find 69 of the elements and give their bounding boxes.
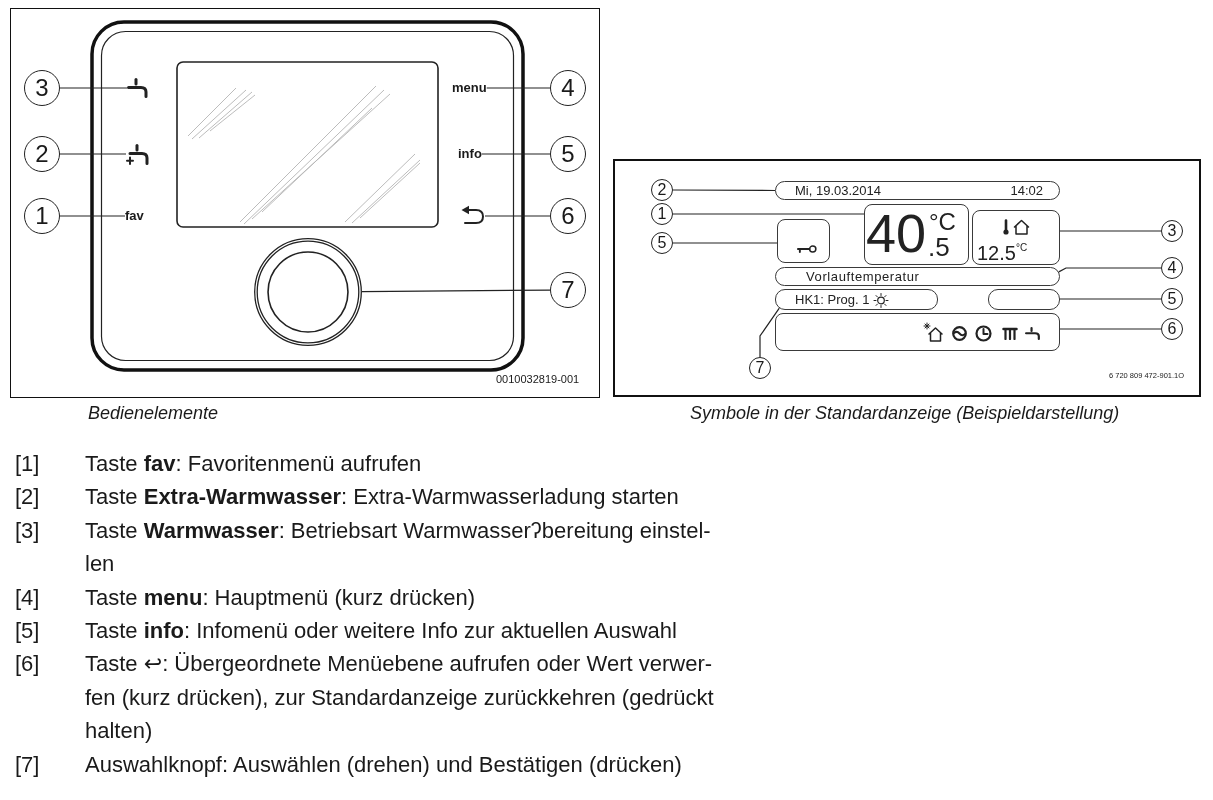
item-description: Auswahlknopf: Auswählen (drehen) und Bestätigen (drücken) bbox=[85, 750, 683, 779]
button-label: fav bbox=[125, 208, 144, 224]
display-text: HK1: Prog. 1 bbox=[795, 292, 870, 308]
callout-number: 6 bbox=[1161, 318, 1183, 340]
callout-number: 3 bbox=[24, 70, 60, 106]
display-text: Mi, 19.03.2014 bbox=[795, 183, 881, 199]
button-label: menu bbox=[452, 80, 487, 96]
display-text: 40 bbox=[866, 206, 927, 260]
leader-line bbox=[1059, 230, 1162, 232]
item-description: Taste menu: Hauptmenü (kurz drücken) bbox=[85, 583, 477, 612]
item-description: Taste Extra-Warmwasser: Extra-Warmwasserladung starten bbox=[85, 483, 680, 512]
callout-number: 1 bbox=[24, 198, 60, 234]
leader-line bbox=[672, 189, 776, 192]
display-text: °C bbox=[929, 210, 956, 234]
display-text: .5 bbox=[928, 234, 950, 260]
callout-number: 4 bbox=[1161, 257, 1183, 279]
list-number: [4] bbox=[15, 583, 40, 612]
callout-number: 5 bbox=[550, 136, 586, 172]
temperature-field bbox=[864, 204, 969, 265]
program-bar bbox=[775, 289, 938, 310]
blank-bar bbox=[988, 289, 1060, 310]
item-description: Taste ↩: Übergeordnete Menüebene aufrufen oder Wert verwer- fen (kurz drücken), zur Standardanzeige zurückkehren (gedrückt halten) bbox=[85, 650, 715, 746]
callout-number: 3 bbox=[1161, 220, 1183, 242]
leader-line bbox=[1058, 267, 1162, 273]
leader-line bbox=[1059, 298, 1162, 300]
drawing-number: 0010032819-001 bbox=[496, 373, 580, 386]
item-description: Taste info: Infomenü oder weitere Info zur aktuellen Auswahl bbox=[85, 617, 678, 646]
leader-line bbox=[1059, 328, 1162, 330]
symbol-bar bbox=[775, 313, 1060, 351]
outdoor-temperature-field bbox=[972, 210, 1060, 265]
rotary-knob bbox=[254, 238, 362, 346]
figure-caption: Bedienelemente bbox=[88, 402, 219, 424]
callout-number: 4 bbox=[550, 70, 586, 106]
callout-number: 7 bbox=[749, 357, 771, 379]
display-text: 12.5$^{°C}$ bbox=[977, 242, 1028, 264]
leader-line bbox=[361, 289, 551, 293]
tap-icon bbox=[127, 78, 149, 98]
callout-number: 1 bbox=[651, 203, 673, 225]
callout-number: 2 bbox=[651, 179, 673, 201]
item-description: Taste fav: Favoritenmenü aufrufen bbox=[85, 450, 423, 478]
callout-number: 5 bbox=[1161, 288, 1183, 310]
list-number: [2] bbox=[15, 483, 40, 512]
tap-plus-icon bbox=[126, 144, 149, 165]
leader-line bbox=[59, 215, 126, 217]
leader-line bbox=[59, 87, 128, 89]
callout-number: 7 bbox=[550, 272, 586, 308]
callout-number: 2 bbox=[24, 136, 60, 172]
back-arrow-icon bbox=[461, 205, 485, 227]
button-label: info bbox=[458, 146, 482, 162]
date-time-bar bbox=[775, 181, 1060, 200]
key-field bbox=[777, 219, 830, 263]
leader-line bbox=[484, 215, 551, 217]
list-number: [5] bbox=[15, 617, 40, 646]
list-number: [6] bbox=[15, 650, 40, 679]
leader-line bbox=[672, 213, 865, 215]
callout-number: 6 bbox=[550, 198, 586, 234]
leader-line bbox=[481, 153, 551, 155]
display-text: 14:02 bbox=[1010, 183, 1043, 199]
info-text-bar bbox=[775, 267, 1060, 286]
leader-line bbox=[486, 87, 551, 89]
leader-line bbox=[759, 307, 780, 358]
list-number: [7] bbox=[15, 750, 40, 779]
list-number: [3] bbox=[15, 516, 40, 545]
list-number: [1] bbox=[15, 450, 40, 478]
figure-caption: Symbole in der Standardanzeige (Beispieldarstellung) bbox=[690, 402, 1120, 424]
leader-line bbox=[59, 153, 127, 155]
leader-line bbox=[672, 242, 778, 244]
display-text: Vorlauftemperatur bbox=[806, 269, 920, 285]
callout-number: 5 bbox=[651, 232, 673, 254]
